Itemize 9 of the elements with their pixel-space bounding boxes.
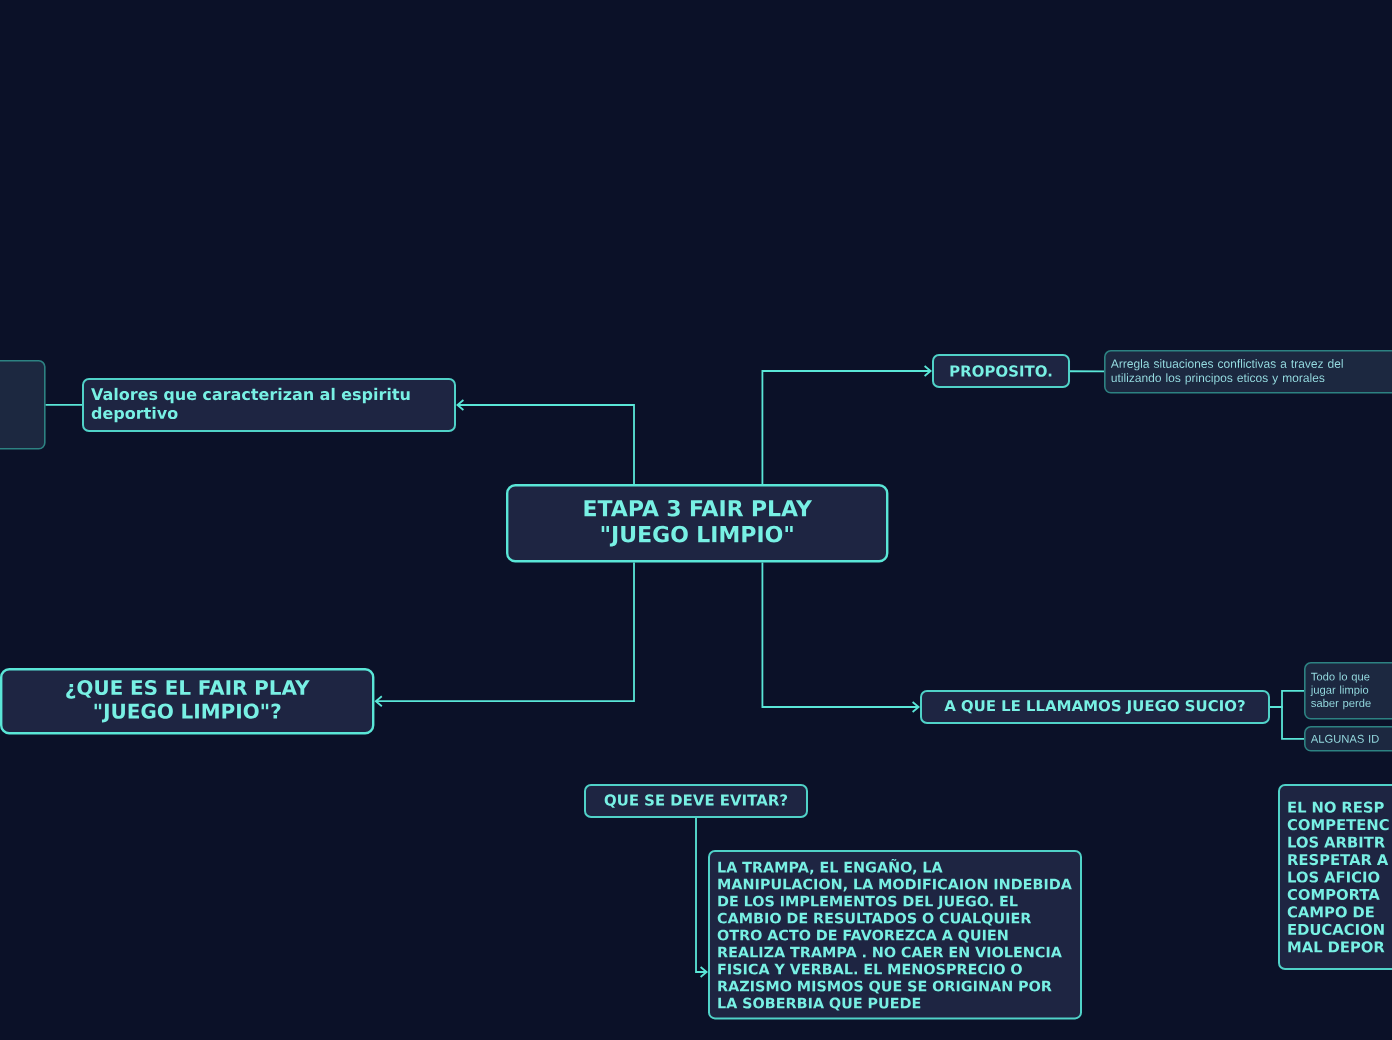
connector-arrow [374,561,635,708]
topic-box: Valores que caracterizan al espiritu deportivo [82,378,456,432]
connector-arrow [761,365,932,485]
connector-arrow [456,399,635,485]
topic-box: ¿QUE ES EL FAIR PLAY "JUEGO LIMPIO"? [0,668,375,735]
topic-box: ETAPA 3 FAIR PLAY "JUEGO LIMPIO" [506,484,889,563]
empty-box [0,360,46,450]
connector-arrow [761,561,920,713]
connector-arrow [695,817,708,978]
